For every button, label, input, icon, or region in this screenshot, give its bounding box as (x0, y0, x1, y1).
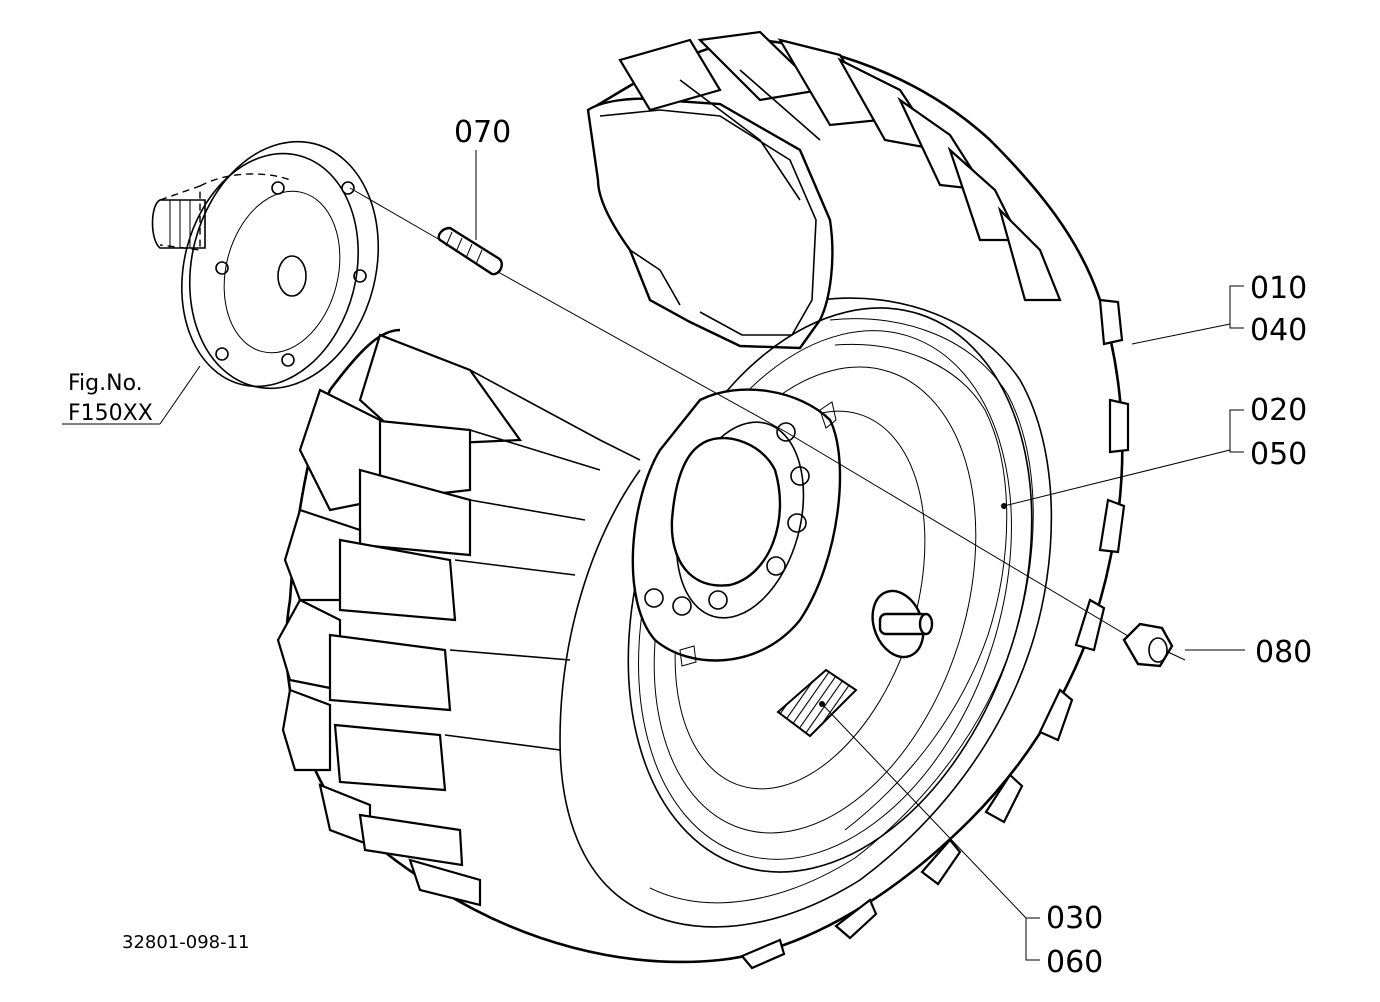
wheel-disc (631, 388, 842, 667)
part-labels: 070 010 040 020 050 080 030 060 Fig.No. … (68, 115, 1312, 980)
leader-lines (62, 150, 1245, 961)
wheel-nut (1122, 622, 1174, 668)
label-020: 020 (1250, 393, 1307, 428)
label-040: 040 (1250, 313, 1307, 348)
label-010: 010 (1250, 271, 1307, 306)
axle-hub-flange (151, 140, 380, 390)
figure-ref-line1: Fig.No. (68, 371, 143, 396)
valve-stem (871, 589, 934, 659)
label-070: 070 (454, 115, 511, 150)
drawing-number: 32801-098-11 (122, 932, 250, 953)
tire (276, 30, 1130, 970)
label-080: 080 (1255, 635, 1312, 670)
wheel-weight (776, 668, 858, 738)
figure-ref-line2: F150XX (68, 401, 153, 426)
label-060: 060 (1046, 945, 1103, 980)
wheel-stud (437, 226, 503, 276)
label-050: 050 (1250, 437, 1307, 472)
label-030: 030 (1046, 901, 1103, 936)
